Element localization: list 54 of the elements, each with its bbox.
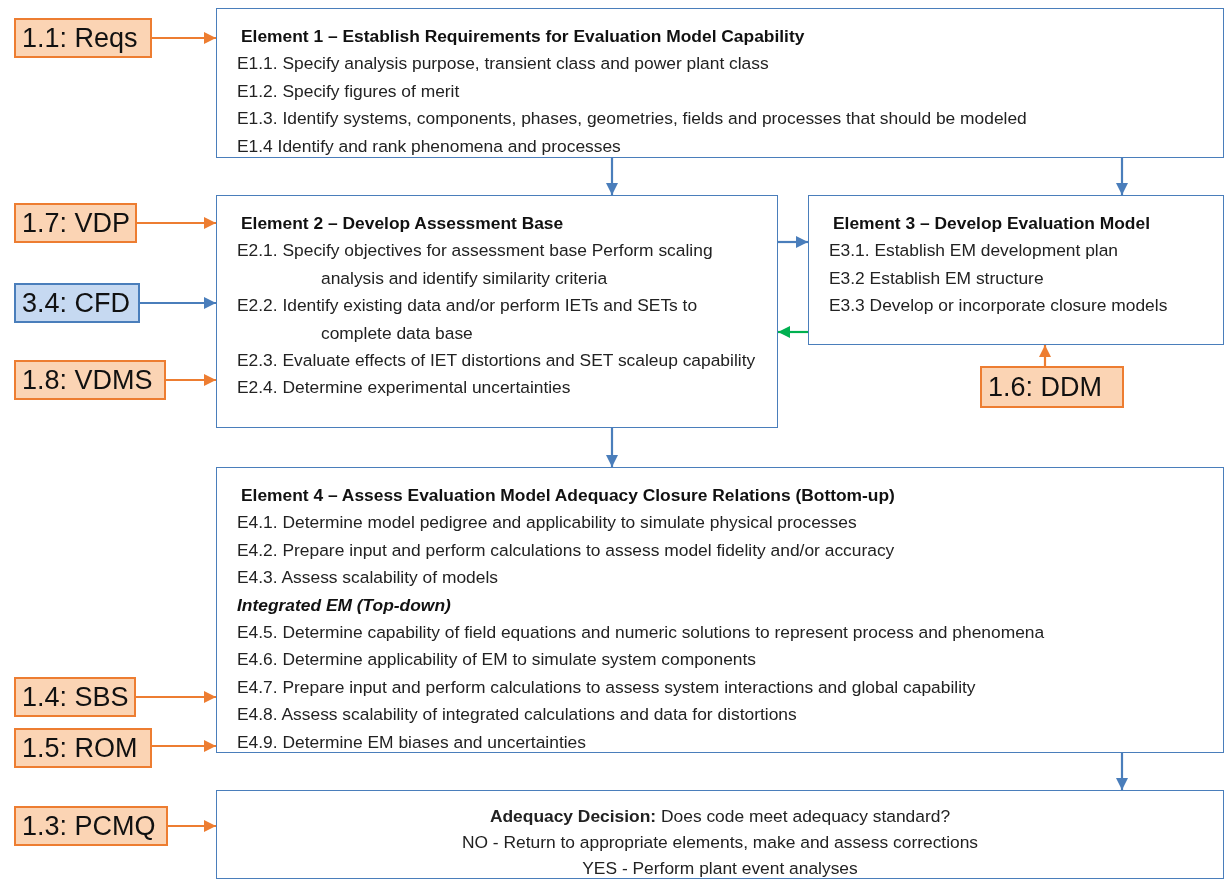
arrow [136,691,216,703]
step-text: E2.3. Evaluate effects of IET distortions and SET scaleup capability [237,349,757,373]
arrow [778,236,808,248]
step-text: E3.2 Establish EM structure [829,266,1045,290]
input-tag: 1.6: DDM [980,366,1124,408]
element-heading: Element 2 – Develop Assessment Base [240,212,565,235]
step-text: E4.1. Determine model pedigree and applicability to simulate physical processes [237,511,858,535]
decision-text: Adequacy Decision: Does code meet adequacy standard? [488,805,952,828]
step-text: E4.8. Assess scalability of integrated calculations and data for distortions [237,703,798,727]
subheading: Integrated EM (Top-down) [237,593,452,617]
arrow [606,158,618,195]
step-text: E4.2. Prepare input and perform calculations to assess model fidelity and/or accuracy [237,538,896,562]
element-box [216,467,1224,753]
step-text: E1.3. Identify systems, components, phases, geometries, fields and processes that should be modeled [237,107,1028,131]
element-heading: Element 4 – Assess Evaluation Model Adequacy Closure Relations (Bottom-up) [240,484,896,507]
arrow [1116,753,1128,790]
arrow [1039,345,1051,366]
arrow [152,740,216,752]
element-box [808,195,1224,345]
arrow [778,326,808,338]
decision-box [216,790,1224,879]
step-text: E4.7. Prepare input and perform calculations to assess system interactions and global capability [237,675,977,699]
element-box [216,8,1224,158]
step-text: E3.1. Establish EM development plan [829,239,1120,263]
arrow [1116,158,1128,195]
step-text: E4.9. Determine EM biases and uncertainties [237,730,587,754]
arrow [168,820,216,832]
step-text: E1.4 Identify and rank phenomena and processes [237,134,622,158]
input-tag: 1.5: ROM [14,728,152,768]
input-tag: 1.3: PCMQ [14,806,168,846]
decision-text: YES - Perform plant event analyses [581,857,859,880]
arrow [606,428,618,467]
input-tag: 1.8: VDMS [14,360,166,400]
decision-text: NO - Return to appropriate elements, make and assess corrections [460,831,980,854]
arrow [140,297,216,309]
step-text: E1.1. Specify analysis purpose, transient class and power plant class [237,52,770,76]
input-tag: 1.1: Reqs [14,18,152,58]
step-text: E2.4. Determine experimental uncertainties [237,376,572,400]
arrow [152,32,216,44]
step-text: E2.2. Identify existing data and/or perform IETs and SETs to complete data base [237,294,699,345]
element-box [216,195,778,428]
input-tag: 1.7: VDP [14,203,137,243]
input-tag: 3.4: CFD [14,283,140,323]
step-text: E3.3 Develop or incorporate closure models [829,294,1169,318]
element-heading: Element 1 – Establish Requirements for Evaluation Model Capability [240,25,806,48]
step-text: E4.5. Determine capability of field equations and numeric solutions to represent process and phenomena [237,621,1046,645]
element-heading: Element 3 – Develop Evaluation Model [832,212,1151,235]
arrow [166,374,216,386]
arrow [137,217,216,229]
input-tag: 1.4: SBS [14,677,136,717]
step-text: E4.3. Assess scalability of models [237,566,499,590]
step-text: E4.6. Determine applicability of EM to simulate system components [237,648,758,672]
step-text: E1.2. Specify figures of merit [237,79,461,103]
step-text: E2.1. Specify objectives for assessment base Perform scaling analysis and identify similarity criteria [237,239,714,290]
